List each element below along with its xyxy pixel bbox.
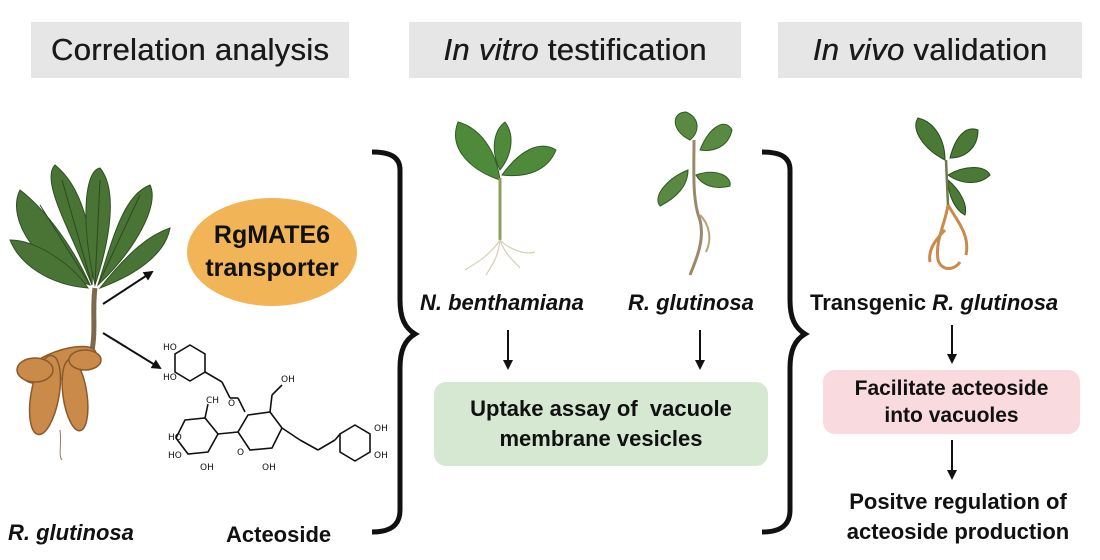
species-rglutinosa-label: R. glutinosa — [628, 290, 754, 315]
brace-left — [371, 149, 420, 535]
facilitate-line2: into vacuoles — [884, 404, 1019, 427]
arrow-to-acteoside — [102, 332, 162, 370]
arrow-to-transporter — [102, 270, 154, 305]
result-line1: Positve regulation of — [849, 489, 1067, 514]
transgenic-plant-illustration — [915, 117, 991, 270]
structure-atom-labels: HO HO O OH CH HO HO OH OH O OH OH — [163, 343, 388, 473]
svg-text:OH: OH — [262, 463, 276, 473]
svg-text:O: O — [228, 399, 235, 409]
transporter-line1: RgMATE6 — [213, 221, 331, 249]
panel-title-in-vitro: In vitro testification — [409, 22, 741, 78]
assay-line1: Uptake assay of vacuole — [470, 396, 732, 421]
svg-text:OH: OH — [281, 375, 295, 385]
transgenic-prefix: Transgenic — [810, 290, 933, 315]
nbenthamiana-plant-illustration — [455, 121, 557, 276]
panel-title-in-vivo-rest: validation — [904, 32, 1048, 67]
assay-line2: membrane vesicles — [499, 426, 703, 451]
left-plant-label: R. glutinosa — [8, 520, 134, 545]
transporter-line2: transporter — [205, 254, 339, 282]
panel-title-in-vivo-italic: In vivo — [812, 32, 905, 67]
panel-title-in-vitro-rest: testification — [538, 32, 707, 67]
facilitate-line1: Facilitate acteoside — [854, 377, 1049, 400]
panel-title-in-vitro-italic: In vitro — [443, 32, 539, 67]
svg-text:HO: HO — [168, 451, 182, 461]
panel-title-correlation: Correlation analysis — [31, 22, 349, 78]
svg-text:HO: HO — [168, 433, 182, 443]
panel-title-in-vivo: In vivo validation — [778, 22, 1082, 78]
transporter-ellipse: RgMATE6 transporter — [187, 198, 357, 306]
rglutinosa-seedling-illustration — [657, 111, 733, 276]
svg-text:OH: OH — [374, 451, 388, 461]
svg-text:CH: CH — [206, 396, 219, 406]
svg-text:O: O — [237, 448, 244, 458]
facilitate-box: Facilitate acteoside into vacuoles — [823, 370, 1080, 434]
svg-text:HO: HO — [163, 373, 177, 383]
svg-text:HO: HO — [163, 343, 177, 353]
panel-title-correlation-text: Correlation analysis — [50, 32, 330, 67]
rehmannia-plant-illustration — [9, 164, 171, 461]
brace-right — [761, 149, 810, 535]
svg-text:OH: OH — [374, 424, 388, 434]
species-nbenthamiana-label: N. benthamiana — [420, 290, 584, 315]
result-text: Positve regulation of acteoside producti… — [828, 487, 1088, 547]
compound-label: Acteoside — [226, 522, 332, 547]
transgenic-label: Transgenic R. glutinosa — [810, 290, 1058, 316]
uptake-assay-box: Uptake assay of vacuole membrane vesicle… — [434, 382, 768, 466]
result-line2: acteoside production — [846, 519, 1070, 544]
svg-text:OH: OH — [200, 463, 214, 473]
transgenic-species: R. glutinosa — [932, 290, 1059, 315]
acteoside-structure-illustration — [174, 344, 371, 462]
